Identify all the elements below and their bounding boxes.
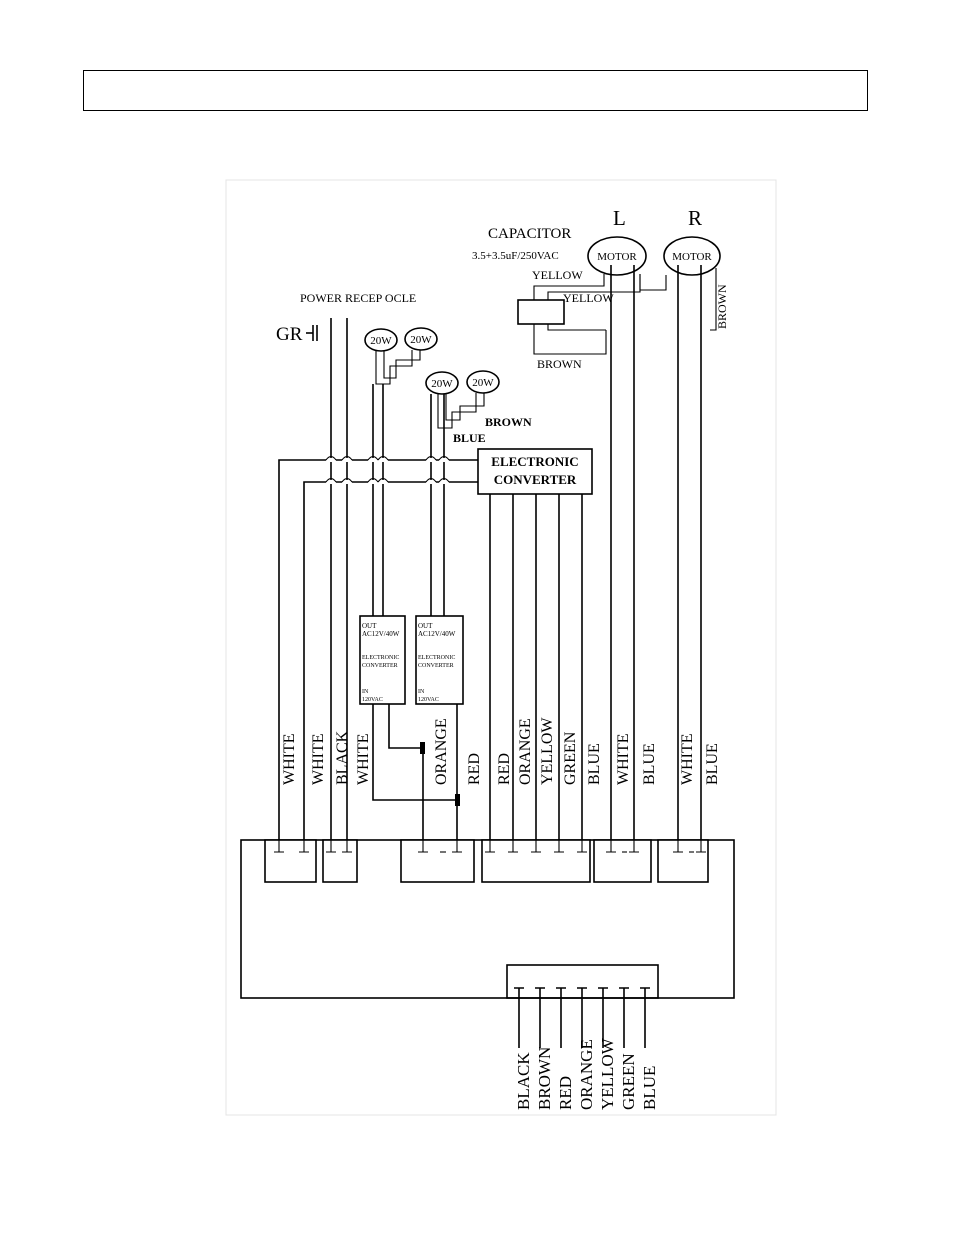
small-converter-1-in-rating: 120VAC (362, 697, 383, 703)
lamp-3: 20W (425, 371, 459, 395)
wire-label-13: BLUE (641, 743, 658, 785)
lamp-2: 20W (404, 327, 438, 351)
wire-label-9: YELLOW (539, 717, 556, 785)
main-converter-line2: CONVERTER (494, 472, 577, 487)
wire-labels: WHITE WHITE BLACK WHITE ORANGE RED RED O… (281, 717, 721, 785)
wire-label-7: RED (496, 753, 513, 785)
small-converter-1-out: OUT (362, 622, 377, 630)
capacitor-wiring (533, 268, 717, 355)
wire-label-10: GREEN (562, 731, 579, 785)
wire-crossovers (326, 458, 449, 484)
bottom-label-5: YELLOW (598, 1037, 617, 1110)
small-converter-2-name2: CONVERTER (418, 663, 454, 669)
trunk-wires (330, 265, 702, 840)
lamp-brown-label: BROWN (485, 415, 532, 429)
power-receptacle-label: POWER RECEP OCLE (300, 291, 416, 305)
motor-left-text: MOTOR (597, 251, 637, 263)
lamp-4: 20W (466, 370, 500, 394)
motor-right-text: MOTOR (672, 251, 712, 263)
bottom-label-7: BLUE (640, 1066, 659, 1110)
wire-label-3: BLACK (334, 730, 351, 785)
capacitor-yellow-1: YELLOW (532, 268, 583, 282)
lamp-blue-label: BLUE (453, 431, 486, 445)
small-converter-1-out-rating: AC12V/40W (362, 630, 400, 638)
wire-hops (325, 455, 450, 483)
capacitor-rating: 3.5+3.5uF/250VAC (472, 250, 559, 262)
small-converter-1-name1: ELECTRONIC (362, 655, 399, 661)
capacitor-title: CAPACITOR (488, 226, 571, 242)
lamp-3-label: 20W (431, 378, 453, 390)
lamp-1-label: 20W (370, 335, 392, 347)
small-converter-2-out-rating: AC12V/40W (418, 630, 456, 638)
wire-joint-2 (455, 794, 460, 806)
motor-brown-wire: BROWN (715, 284, 729, 329)
wire-label-6: RED (466, 753, 483, 785)
bottom-label-2: BROWN (535, 1047, 554, 1110)
header-box (83, 70, 868, 111)
capacitor-yellow-2: YELLOW (563, 291, 614, 305)
small-converter-2-in: IN (418, 689, 425, 695)
motor-right: MOTOR (663, 236, 721, 276)
wire-label-12: WHITE (615, 733, 632, 785)
small-converter-1-name2: CONVERTER (362, 663, 398, 669)
terminal-pins (274, 840, 706, 853)
main-converter-box (477, 448, 593, 495)
bottom-connector-wires (514, 987, 650, 1048)
small-converter-1: OUT AC12V/40W ELECTRONIC CONVERTER IN 12… (359, 615, 406, 705)
main-converter-line1: ELECTRONIC (491, 454, 578, 469)
motor-left-label: L (613, 206, 626, 230)
lamp-4-label: 20W (472, 377, 494, 389)
lamp-2-label: 20W (410, 334, 432, 346)
motor-right-label: R (688, 206, 702, 230)
wire-label-5: ORANGE (433, 718, 450, 785)
wire-label-14: WHITE (679, 733, 696, 785)
converter-output-wires (372, 704, 458, 840)
small-converter-2: OUT AC12V/40W ELECTRONIC CONVERTER IN 12… (415, 615, 464, 705)
bottom-label-1: BLACK (514, 1052, 533, 1110)
capacitor-brown: BROWN (537, 357, 582, 371)
bottom-label-6: GREEN (619, 1053, 638, 1110)
bottom-label-3: RED (556, 1076, 575, 1110)
wire-joint-1 (420, 742, 425, 754)
lamp-1: 20W (364, 328, 398, 352)
small-converter-2-in-rating: 120VAC (418, 697, 439, 703)
bottom-labels: BLACK BROWN RED ORANGE YELLOW GREEN BLUE (514, 1037, 659, 1110)
lamp-wiring (375, 350, 485, 429)
ground-label: GR (276, 324, 303, 345)
bottom-label-4: ORANGE (577, 1039, 596, 1110)
small-converter-2-name1: ELECTRONIC (418, 655, 455, 661)
wire-label-1: WHITE (281, 733, 298, 785)
ground-symbol (306, 325, 318, 341)
wire-label-11: BLUE (586, 743, 603, 785)
small-converter-2-out: OUT (418, 622, 433, 630)
motor-left: MOTOR (587, 236, 647, 276)
wire-label-15: BLUE (704, 743, 721, 785)
capacitor-box (517, 299, 565, 325)
scan-border (225, 179, 777, 1116)
small-converter-1-in: IN (362, 689, 369, 695)
converter-input-wires (278, 459, 478, 840)
wire-label-2: WHITE (310, 733, 327, 785)
wire-label-4: WHITE (355, 733, 372, 785)
wire-label-8: ORANGE (517, 718, 534, 785)
